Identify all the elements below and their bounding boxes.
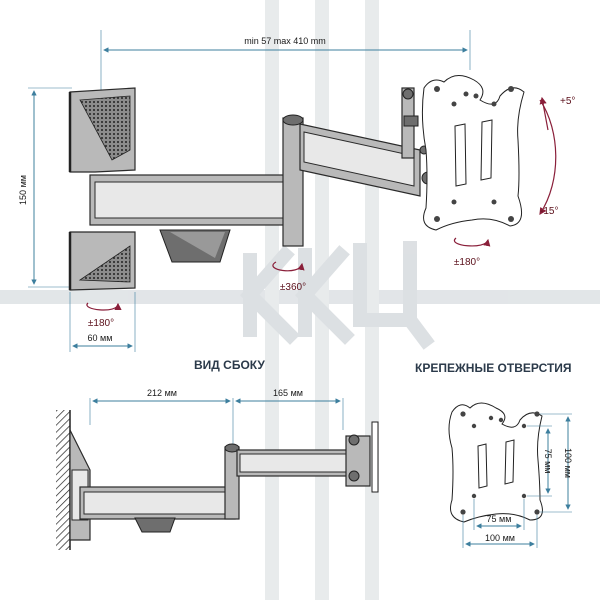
side-dim-left-label: 212 мм xyxy=(147,388,177,398)
wall-plate-upper xyxy=(68,87,136,173)
elbow-joint xyxy=(282,114,304,247)
wall-rotation-indicator: ±180° xyxy=(86,302,122,329)
holes-inner-height-label: 75 мм xyxy=(543,449,553,474)
holes-dimensions: 75 мм 100 мм 75 мм 100 мм xyxy=(462,413,573,548)
reach-label: min 57 max 410 mm xyxy=(244,36,326,46)
wall-plate-lower xyxy=(68,231,136,291)
vesa-plate-holes xyxy=(448,402,543,523)
tilt-down-label: -15° xyxy=(540,206,558,217)
wall-section xyxy=(56,410,71,550)
side-dim-right-label: 165 мм xyxy=(273,388,303,398)
side-tilt-head xyxy=(345,421,379,493)
height-label: 150 мм xyxy=(18,175,28,205)
tilt-indicator: +5° -15° xyxy=(539,96,575,217)
holes-outer-width-label: 100 мм xyxy=(485,533,515,543)
holes-view-title: КРЕПЕЖНЫЕ ОТВЕРСТИЯ xyxy=(415,361,572,375)
wall-width-dimension: 60 мм xyxy=(69,292,136,352)
arm-rotation-label: ±360° xyxy=(280,282,306,293)
holes-inner-width-label: 75 мм xyxy=(487,514,512,524)
side-upper-arm xyxy=(236,449,353,477)
upper-arm xyxy=(299,123,421,197)
wall-rotation-label: ±180° xyxy=(88,318,114,329)
wall-width-label: 60 мм xyxy=(88,333,113,343)
side-wall-plate xyxy=(69,429,91,541)
holes-outer-height-label: 100 мм xyxy=(563,448,573,478)
lower-arm xyxy=(89,174,301,263)
tilt-knob xyxy=(401,87,435,185)
side-lower-arm xyxy=(79,486,236,533)
height-dimension: 150 мм xyxy=(18,87,72,288)
arm-rotation-indicator: ±360° xyxy=(272,261,306,293)
vesa-plate-front xyxy=(421,75,525,231)
tilt-up-label: +5° xyxy=(560,96,575,107)
side-elbow xyxy=(224,443,240,520)
side-dimensions: 212 мм 165 мм xyxy=(89,388,344,445)
reach-dimension: min 57 max 410 mm xyxy=(100,30,471,95)
side-view-title: ВИД СБОКУ xyxy=(194,358,265,372)
head-rotation-indicator: ±180° xyxy=(453,237,491,268)
head-rotation-label: ±180° xyxy=(454,257,480,268)
